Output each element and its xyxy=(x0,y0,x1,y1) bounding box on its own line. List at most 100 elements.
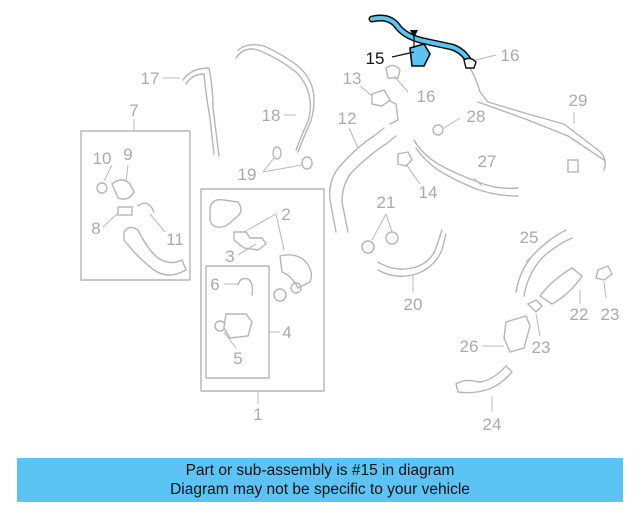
connector-3[interactable] xyxy=(233,231,267,251)
callout-25[interactable]: 25 xyxy=(520,228,539,247)
callout-22[interactable]: 22 xyxy=(570,305,589,324)
banner-line-disclaimer: Diagram may not be specific to your vehi… xyxy=(170,481,470,498)
callout-28[interactable]: 28 xyxy=(467,107,486,126)
callout-23b[interactable]: 23 xyxy=(532,338,551,357)
callout-11[interactable]: 11 xyxy=(166,230,184,249)
leader-10 xyxy=(103,164,113,182)
pipe-12[interactable] xyxy=(329,127,385,233)
callout-4[interactable]: 4 xyxy=(282,323,291,342)
clamp-23a[interactable] xyxy=(595,265,613,281)
pipe-27[interactable] xyxy=(413,139,519,190)
hose-7[interactable] xyxy=(123,226,187,276)
callout-16b[interactable]: 16 xyxy=(501,46,520,65)
leader-28 xyxy=(443,117,461,129)
rail-29[interactable] xyxy=(469,67,606,171)
o-ring-28[interactable] xyxy=(432,124,444,136)
o-ring-19b[interactable] xyxy=(301,156,313,170)
hose-24[interactable] xyxy=(455,365,513,394)
callout-8[interactable]: 8 xyxy=(91,219,100,238)
pipe-20[interactable] xyxy=(377,229,443,270)
hose-2-lower[interactable] xyxy=(279,254,313,289)
clamp-15-highlight[interactable] xyxy=(409,43,431,67)
callout-3[interactable]: 3 xyxy=(225,247,234,266)
hose-2-upper[interactable] xyxy=(209,198,242,228)
thermostat-26[interactable] xyxy=(503,315,531,353)
hose-15-highlight[interactable] xyxy=(370,16,472,65)
leader-16b xyxy=(475,54,497,61)
rail-29-edge xyxy=(477,101,605,161)
leader-9 xyxy=(125,164,129,182)
leader-19b xyxy=(262,164,303,173)
leader-11 xyxy=(149,213,166,233)
group-box-7 xyxy=(80,130,191,281)
housing-4[interactable] xyxy=(223,313,253,339)
callout-10[interactable]: 10 xyxy=(93,149,112,168)
clamp-8[interactable] xyxy=(117,206,133,216)
callout-2[interactable]: 2 xyxy=(281,205,290,224)
banner-line-part: Part or sub-assembly is #15 in diagram xyxy=(185,462,455,479)
leader-19a xyxy=(262,157,275,173)
pipe-27-edge xyxy=(415,147,519,197)
clip-11[interactable] xyxy=(137,202,155,213)
o-ring-5[interactable] xyxy=(214,320,226,332)
o-ring-21b[interactable] xyxy=(385,231,399,245)
leader-2 xyxy=(243,213,285,251)
group-box-1 xyxy=(200,188,325,392)
pipe-12-edge xyxy=(341,135,397,233)
fitting-13[interactable] xyxy=(371,89,391,107)
callout-23a[interactable]: 23 xyxy=(601,305,620,324)
callout-18[interactable]: 18 xyxy=(262,106,281,125)
pipe-6[interactable] xyxy=(237,277,254,296)
callout-5[interactable]: 5 xyxy=(233,349,242,368)
callout-20[interactable]: 20 xyxy=(404,295,423,314)
pipe-12-end xyxy=(387,99,399,125)
callout-26[interactable]: 26 xyxy=(460,337,479,356)
o-ring-21a[interactable] xyxy=(361,240,375,254)
hose-18-outer xyxy=(237,43,315,153)
callout-29[interactable]: 29 xyxy=(569,91,588,110)
leader-27 xyxy=(473,177,483,187)
o-ring-10[interactable] xyxy=(96,182,108,194)
clamp-14[interactable] xyxy=(397,151,413,167)
hose-17-inner xyxy=(185,73,215,155)
callout-9[interactable]: 9 xyxy=(123,145,132,164)
callout-16a[interactable]: 16 xyxy=(417,87,436,106)
callout-14[interactable]: 14 xyxy=(419,183,438,202)
o-ring-19a[interactable] xyxy=(272,146,282,160)
callout-27[interactable]: 27 xyxy=(478,152,497,171)
info-banner: Part or sub-assembly is #15 in diagram D… xyxy=(17,458,623,502)
clamp-23b[interactable] xyxy=(526,299,543,313)
group-box-4 xyxy=(205,265,270,379)
clamp-2[interactable] xyxy=(273,288,287,302)
callout-24[interactable]: 24 xyxy=(483,415,502,434)
callout-15[interactable]: 15 xyxy=(366,49,385,68)
callout-1[interactable]: 1 xyxy=(253,405,262,424)
callout-17[interactable]: 17 xyxy=(141,69,160,88)
clamp-2b[interactable] xyxy=(290,282,302,294)
hose-17[interactable] xyxy=(182,67,220,157)
hose-22[interactable] xyxy=(538,267,583,305)
callout-13[interactable]: 13 xyxy=(343,69,362,88)
callout-7[interactable]: 7 xyxy=(129,101,138,120)
hose-15-end xyxy=(463,57,477,69)
hose-25-edge xyxy=(523,237,573,297)
callout-12[interactable]: 12 xyxy=(338,109,357,128)
pipe-20-edge xyxy=(377,233,447,277)
leader-13 xyxy=(359,85,373,97)
leader-25 xyxy=(525,249,539,263)
leader-5 xyxy=(223,331,237,349)
clamp-16[interactable] xyxy=(385,64,401,79)
leader-21 xyxy=(371,213,393,241)
rail-29-bracket xyxy=(567,159,579,173)
leader-8 xyxy=(102,212,119,228)
leader-23a xyxy=(603,281,607,299)
leader-14 xyxy=(405,163,421,185)
callout-19[interactable]: 19 xyxy=(238,165,257,184)
fitting-9[interactable] xyxy=(111,179,135,200)
hose-18[interactable] xyxy=(235,48,312,151)
callout-21[interactable]: 21 xyxy=(377,193,396,212)
callout-6[interactable]: 6 xyxy=(210,275,219,294)
leader-3 xyxy=(237,243,257,256)
